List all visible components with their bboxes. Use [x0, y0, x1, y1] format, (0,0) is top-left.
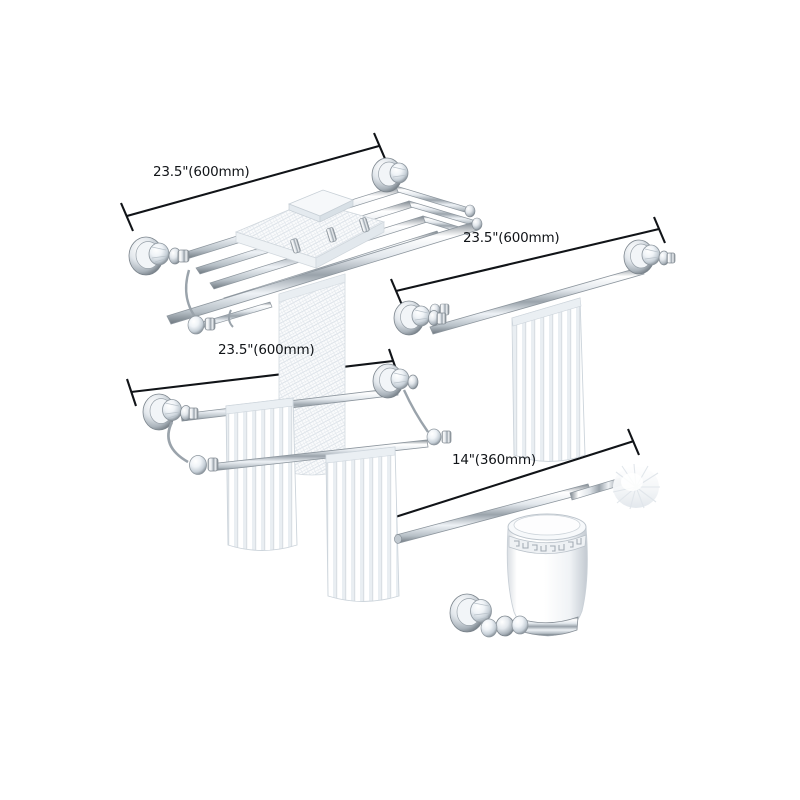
single-bar-mount-left — [393, 300, 447, 336]
shelf-wall-mount-left — [128, 236, 190, 276]
dimension-line-shelf — [120, 132, 387, 232]
double-bar-mount-upper-left — [142, 393, 199, 431]
double-bar-mount-upper-right — [372, 363, 419, 399]
product-double-towel-bar — [142, 363, 452, 602]
double-bar-towel-lower — [325, 446, 400, 602]
shelf-hanging-towel — [278, 273, 346, 476]
brush-ceramic-cup — [506, 513, 588, 637]
product-towel-shelf — [128, 157, 483, 476]
product-single-towel-bar — [393, 239, 676, 462]
product-toilet-brush-holder — [394, 463, 660, 638]
single-bar-towel — [511, 297, 586, 462]
double-bar-mount-lower-right — [426, 428, 452, 446]
shelf-folded-towel — [234, 189, 386, 269]
dimension-label-single-towel-bar: 23.5"(600mm) — [463, 230, 560, 246]
brush-holder-wall-mount — [449, 593, 498, 638]
shelf-wall-mount-right — [371, 157, 409, 193]
double-bar-mount-lower-left — [189, 455, 219, 475]
single-bar-mount-right — [623, 239, 676, 275]
brush-head — [612, 463, 660, 510]
dimension-label-shelf: 23.5"(600mm) — [153, 164, 250, 180]
shelf-wall-mount-lower-left — [187, 315, 216, 335]
double-bar-towel-upper — [225, 397, 298, 551]
dimension-label-toilet-brush-holder: 14"(360mm) — [452, 452, 536, 468]
dimension-label-double-towel-bar: 23.5"(600mm) — [218, 342, 315, 358]
dimension-line-single-bar — [390, 216, 666, 306]
